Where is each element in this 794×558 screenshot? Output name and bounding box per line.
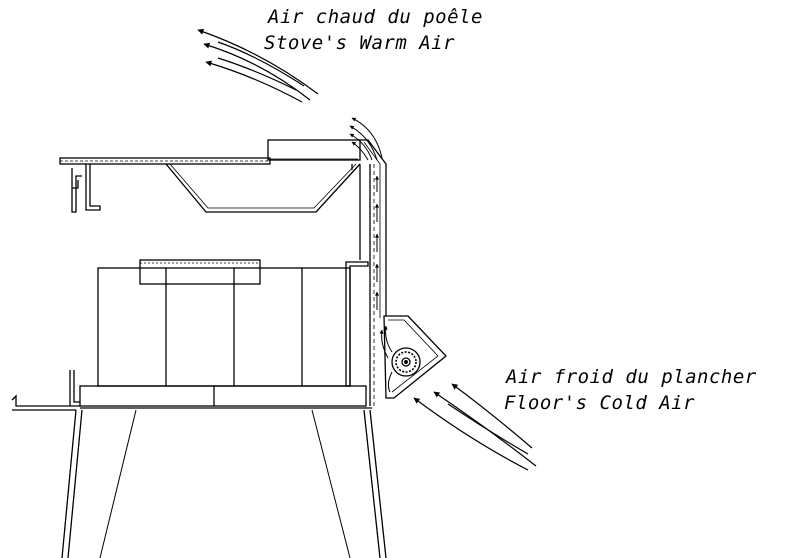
- rear-duct: [351, 139, 387, 406]
- warm-air-label-fr: Air chaud du poêle: [268, 6, 483, 28]
- stove-base: [11, 370, 372, 411]
- pedestal: [61, 409, 387, 558]
- warm-air-arrows: [197, 28, 319, 103]
- warm-air-label-en: Stove's Warm Air: [264, 32, 456, 54]
- cold-air-label-en: Floor's Cold Air: [504, 392, 696, 414]
- blower-fan: [379, 315, 447, 399]
- cold-air-arrows: [413, 383, 537, 471]
- outlet-arrows: [349, 117, 383, 161]
- firebricks: [97, 259, 369, 387]
- front-door-handle: [71, 164, 101, 213]
- top-plate: [59, 139, 361, 213]
- cold-air-label-fr: Air froid du plancher: [506, 366, 757, 388]
